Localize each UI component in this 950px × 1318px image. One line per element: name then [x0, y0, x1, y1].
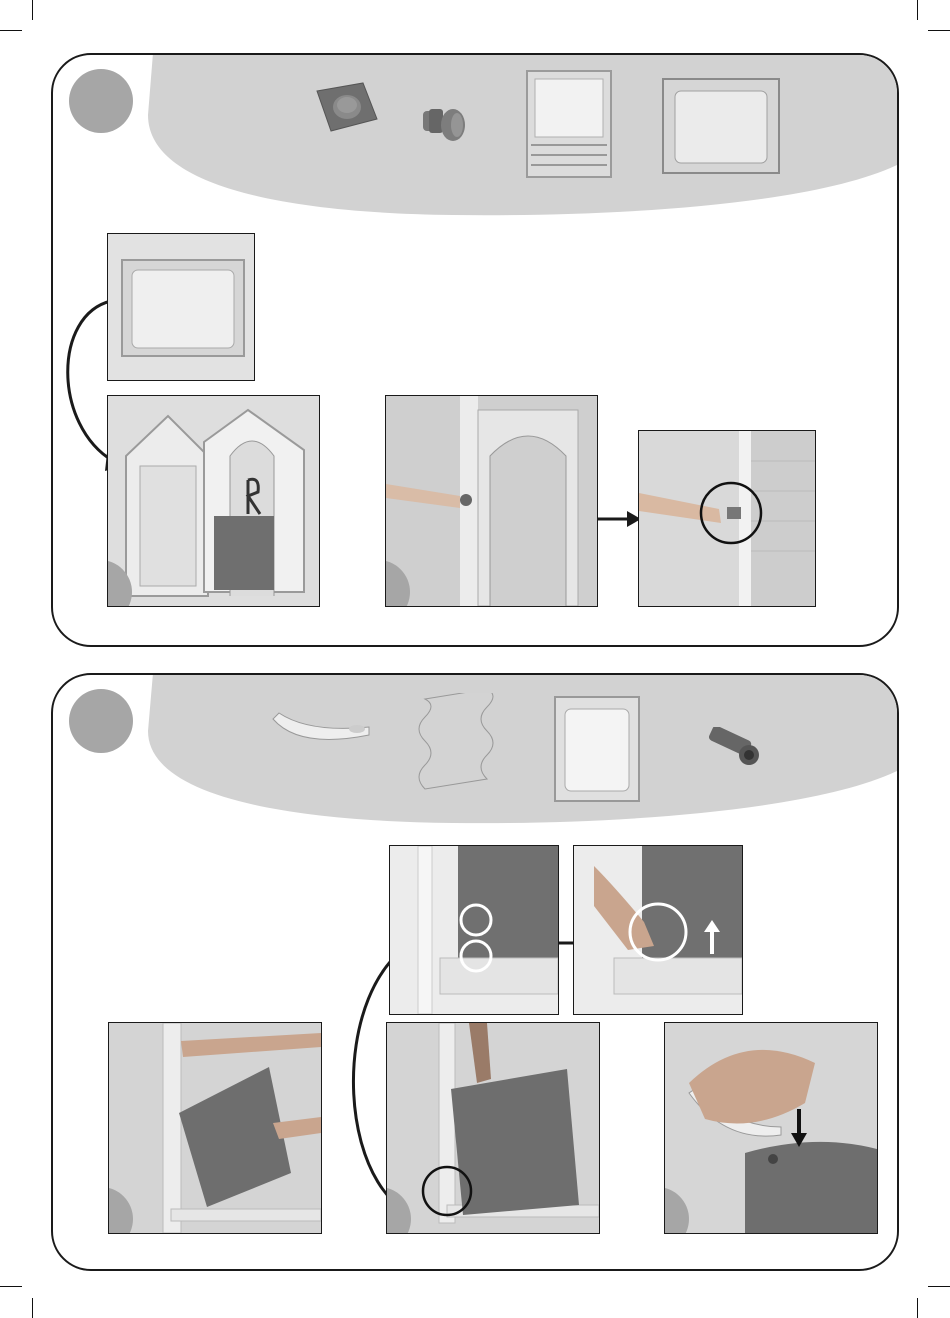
house-frame-photo — [107, 395, 320, 607]
window-frame-icon — [657, 73, 785, 179]
window-frame-tall-icon — [551, 693, 643, 805]
connector-peg-icon — [701, 727, 771, 777]
mushroom-peg-icon — [417, 101, 477, 151]
crop-mark — [32, 0, 33, 20]
house-frame-illustration — [108, 396, 319, 606]
attach-panel-photo — [108, 1022, 322, 1234]
straight-arrow — [597, 509, 643, 529]
panel-slot-closeup-illustration — [390, 846, 558, 1014]
panel-lift-closeup-illustration — [574, 846, 742, 1014]
press-clip-photo — [664, 1022, 878, 1234]
crop-mark — [917, 1298, 918, 1318]
step-number-badge — [69, 69, 133, 133]
press-clip-illustration — [665, 1023, 877, 1233]
crop-mark — [928, 1286, 950, 1287]
door-peg-photo — [385, 395, 598, 607]
frame-reference-photo — [107, 233, 255, 381]
panel-slot-closeup-photo — [389, 845, 559, 1015]
panel-lift-closeup-photo — [573, 845, 743, 1015]
crop-mark — [32, 1298, 33, 1318]
crop-mark — [0, 1286, 22, 1287]
insert-panel-illustration — [387, 1023, 599, 1233]
door-peg-closeup-illustration — [639, 431, 815, 606]
insert-panel-photo — [386, 1022, 600, 1234]
wavy-wall-panel-icon — [413, 693, 497, 793]
attach-panel-illustration — [109, 1023, 321, 1233]
curved-clip-icon — [269, 705, 375, 751]
door-peg-illustration — [386, 396, 597, 606]
button-cap-icon — [303, 79, 383, 141]
door-peg-closeup-photo — [638, 430, 816, 607]
step-number-badge — [69, 689, 133, 753]
frame-reference-illustration — [108, 234, 254, 380]
shuttered-window-frame-icon — [523, 67, 619, 179]
crop-mark — [928, 30, 950, 31]
crop-mark — [0, 30, 22, 31]
crop-mark — [917, 0, 918, 20]
